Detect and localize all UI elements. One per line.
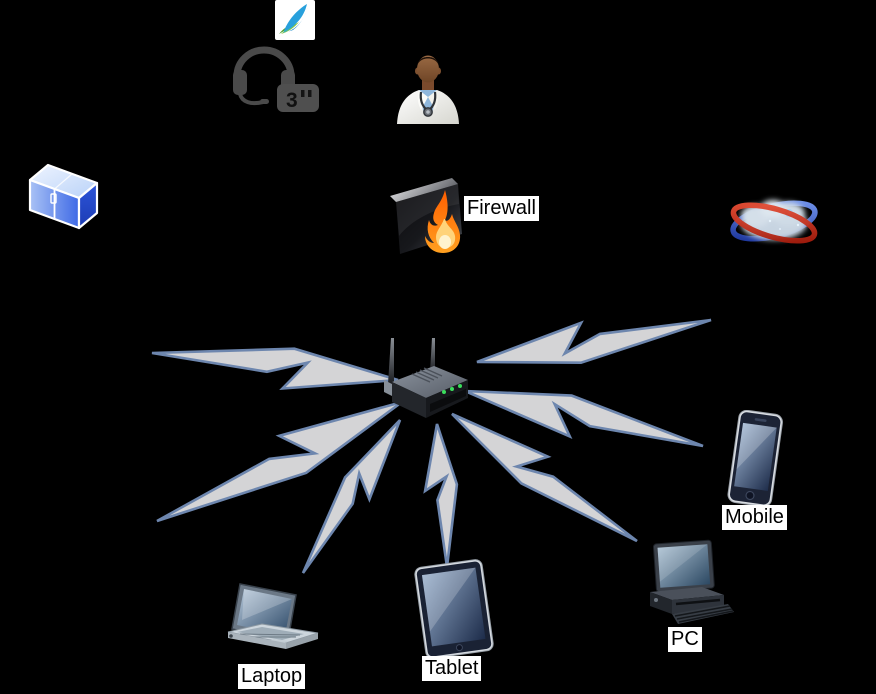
lightning-bolt[interactable] — [476, 318, 712, 365]
firewall-icon — [390, 178, 462, 254]
doctor-icon — [397, 55, 459, 124]
laptop-icon — [227, 583, 319, 649]
mobile-icon — [727, 410, 783, 507]
lightning-bolt[interactable] — [451, 412, 638, 543]
container-icon — [28, 163, 99, 230]
node-pc[interactable] — [642, 536, 734, 642]
lightning-bolt[interactable] — [423, 423, 459, 568]
logo-icon — [275, 0, 315, 40]
router-icon — [384, 338, 468, 418]
tablet-icon — [414, 559, 494, 659]
node-logo[interactable] — [275, 0, 315, 40]
label-laptop[interactable]: Laptop — [238, 664, 306, 689]
pc-icon — [650, 539, 734, 624]
lightning-bolt[interactable] — [156, 400, 403, 523]
node-internet[interactable] — [726, 183, 822, 257]
label-firewall[interactable]: Firewall — [464, 196, 539, 221]
lightning-bolt[interactable] — [464, 389, 704, 448]
node-support-headset[interactable]: 3 — [231, 44, 323, 116]
lightning-bolt[interactable] — [151, 347, 399, 391]
lightning-bolt[interactable] — [301, 419, 402, 574]
node-tablet[interactable] — [412, 558, 496, 660]
label-pc[interactable]: PC — [668, 627, 702, 652]
label-tablet[interactable]: Tablet — [422, 656, 482, 681]
node-wireless-router[interactable] — [378, 330, 476, 428]
internet-icon — [730, 200, 818, 244]
headset-badge-text: 3 — [286, 89, 298, 112]
node-firewall[interactable] — [386, 174, 468, 258]
node-laptop[interactable] — [222, 580, 322, 658]
node-mobile[interactable] — [724, 410, 788, 510]
node-doctor[interactable] — [391, 46, 465, 124]
node-container[interactable] — [28, 162, 102, 234]
headset-icon: 3 — [233, 46, 319, 112]
label-mobile[interactable]: Mobile — [722, 505, 787, 530]
